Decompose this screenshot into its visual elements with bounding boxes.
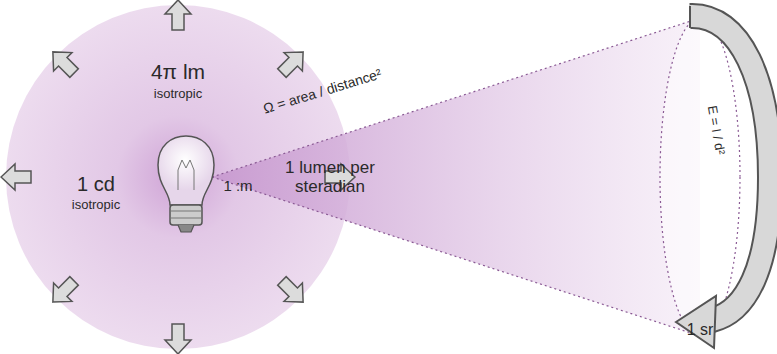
flux-label: 1 :m	[223, 178, 252, 195]
emission-arrow	[273, 43, 313, 83]
cone-edge	[212, 18, 700, 177]
emission-arrow	[165, 0, 191, 30]
emission-arrow	[44, 43, 84, 83]
isotropic-note: isotropic	[154, 87, 202, 101]
intensity-value: 1 cd	[77, 173, 115, 195]
emission-arrow	[165, 324, 191, 354]
solid-angle-cone	[212, 18, 700, 336]
steradian-arrow	[690, 16, 770, 320]
flux-value: 4π lm	[151, 60, 205, 83]
steradian-label: 1 sr	[687, 321, 714, 339]
steradian-arrowhead	[676, 296, 716, 348]
arrow-tail	[689, 6, 691, 28]
steradian-arrow	[690, 16, 770, 320]
light-bulb	[158, 136, 214, 232]
emission-arrow	[1, 164, 31, 190]
cone-edge	[212, 177, 700, 336]
emission-arrow	[44, 272, 84, 312]
emission-arrow	[273, 272, 313, 312]
isotropic-note: isotropic	[72, 198, 120, 212]
sphere-patch	[660, 18, 740, 336]
candela-definition: 1 lumen per steradian	[275, 159, 385, 196]
